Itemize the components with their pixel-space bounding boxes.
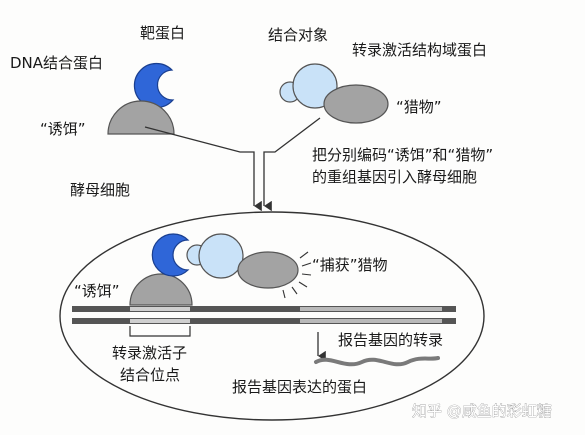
label-dna-binding-protein: DNA结合蛋白 [10, 54, 103, 72]
label-instruction-line-2: 的重组基因引入酵母细胞 [312, 168, 477, 186]
label-bait-inside: “诱饵” [74, 282, 120, 300]
activation-domain-inside [237, 251, 299, 289]
reporter-mrna [314, 356, 440, 367]
activation-rays [282, 251, 312, 299]
label-binding-partner: 结合对象 [268, 26, 328, 44]
label-target-protein: 靶蛋白 [140, 24, 185, 42]
label-bait-top: “诱饵” [40, 120, 86, 138]
activation-domain-shape [323, 84, 389, 124]
binding-partner-inside [198, 233, 244, 279]
watermark-text: 知乎 @咸鱼的彩虹糖 [412, 402, 552, 420]
label-reporter-protein: 报告基因表达的蛋白 [232, 378, 367, 396]
label-reporter-transcription: 报告基因的转录 [338, 331, 443, 349]
label-activator-site-line-1: 转录激活子 [112, 344, 187, 362]
yeast-cell-outline [59, 211, 485, 421]
label-instruction-line-1: 把分别编码“诱饵”和“猎物” [312, 146, 493, 164]
bait-inside-shape [129, 273, 193, 306]
label-activator-site-line-2: 结合位点 [120, 366, 180, 384]
arrow-from-bait [144, 126, 262, 212]
label-prey-top: “猎物” [396, 98, 442, 116]
target-protein-inside-shape [151, 233, 190, 277]
binding-site-bracket [129, 326, 191, 337]
label-yeast-cell: 酵母细胞 [70, 181, 130, 199]
label-captured-prey: “捕获”猎物 [312, 256, 388, 274]
label-activation-domain-protein: 转录激活结构域蛋白 [352, 41, 487, 59]
dna-strands [72, 306, 456, 324]
arrow-from-prey [263, 117, 321, 212]
dna-binding-protein-shape [107, 100, 175, 135]
